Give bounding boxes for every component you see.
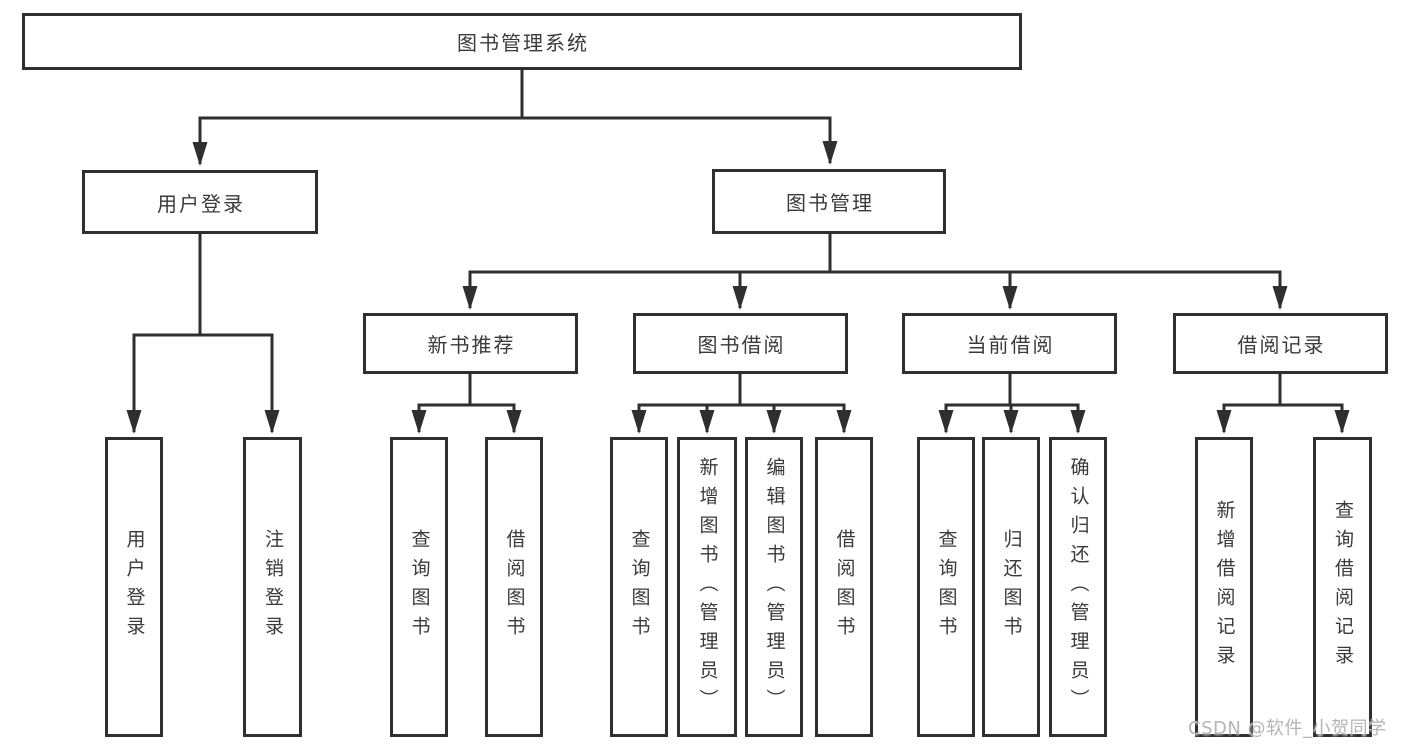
node-leaf-borrow-book-1-label: 借阅图书: [503, 529, 526, 645]
node-leaf-query-book-3: 查询图书: [917, 437, 975, 737]
node-leaf-add-borrow-record-label: 新增借阅记录: [1213, 500, 1236, 674]
node-leaf-edit-book-admin-label: 编辑图书（管理员）: [763, 456, 786, 718]
node-leaf-query-book-1: 查询图书: [390, 437, 448, 737]
node-user-login-label: 用户登录: [157, 191, 245, 216]
watermark: CSDN @软件_小贺同学: [1188, 718, 1387, 739]
node-leaf-query-book-2-label: 查询图书: [628, 529, 651, 645]
node-leaf-edit-book-admin: 编辑图书（管理员）: [745, 437, 803, 737]
node-leaf-user-login-label: 用户登录: [123, 529, 146, 645]
node-leaf-query-book-3-label: 查询图书: [935, 529, 958, 645]
connector-book-borrow-children: [631, 374, 852, 434]
node-book-borrow-label: 图书借阅: [697, 333, 786, 357]
node-leaf-add-borrow-record: 新增借阅记录: [1195, 437, 1253, 737]
node-borrow-record: 借阅记录: [1173, 313, 1388, 374]
node-current-borrow: 当前借阅: [902, 313, 1117, 374]
node-user-login: 用户登录: [82, 170, 318, 234]
connector-borrow-record-children: [1216, 374, 1350, 434]
node-leaf-query-borrow-record: 查询借阅记录: [1313, 437, 1372, 737]
node-new-book-recommend: 新书推荐: [363, 313, 578, 374]
node-leaf-add-book-admin: 新增图书（管理员）: [677, 437, 737, 737]
node-leaf-borrow-book-2-label: 借阅图书: [833, 529, 856, 645]
node-leaf-query-book-2: 查询图书: [610, 437, 668, 737]
node-leaf-logout: 注销登录: [243, 437, 302, 737]
node-leaf-borrow-book-2: 借阅图书: [815, 437, 873, 737]
node-leaf-return-book: 归还图书: [982, 437, 1040, 737]
node-leaf-return-book-label: 归还图书: [1000, 529, 1023, 645]
node-leaf-borrow-book-1: 借阅图书: [485, 437, 543, 737]
node-leaf-add-book-admin-label: 新增图书（管理员）: [696, 456, 719, 718]
node-new-book-recommend-label: 新书推荐: [427, 333, 516, 357]
node-root-system-label: 图书管理系统: [457, 31, 589, 55]
connector-root-to-level2: [192, 69, 838, 166]
connector-user-login-children: [126, 234, 280, 434]
node-leaf-logout-label: 注销登录: [262, 529, 284, 645]
node-leaf-query-borrow-record-label: 查询借阅记录: [1332, 500, 1354, 674]
node-leaf-confirm-return-admin-label: 确认归还（管理员）: [1067, 456, 1090, 718]
node-book-management-label: 图书管理: [786, 191, 874, 215]
connector-book-management-children: [462, 234, 1288, 310]
node-leaf-query-book-1-label: 查询图书: [408, 529, 431, 645]
node-root-system: 图书管理系统: [22, 13, 1022, 70]
node-book-management: 图书管理: [712, 169, 946, 234]
node-book-borrow: 图书借阅: [633, 313, 848, 374]
connector-new-book-recommend-children: [411, 374, 522, 434]
node-borrow-record-label: 借阅记录: [1237, 333, 1326, 357]
node-current-borrow-label: 当前借阅: [966, 333, 1055, 357]
connector-current-borrow-children: [938, 374, 1086, 434]
node-leaf-user-login: 用户登录: [105, 437, 163, 737]
node-leaf-confirm-return-admin: 确认归还（管理员）: [1049, 437, 1107, 737]
